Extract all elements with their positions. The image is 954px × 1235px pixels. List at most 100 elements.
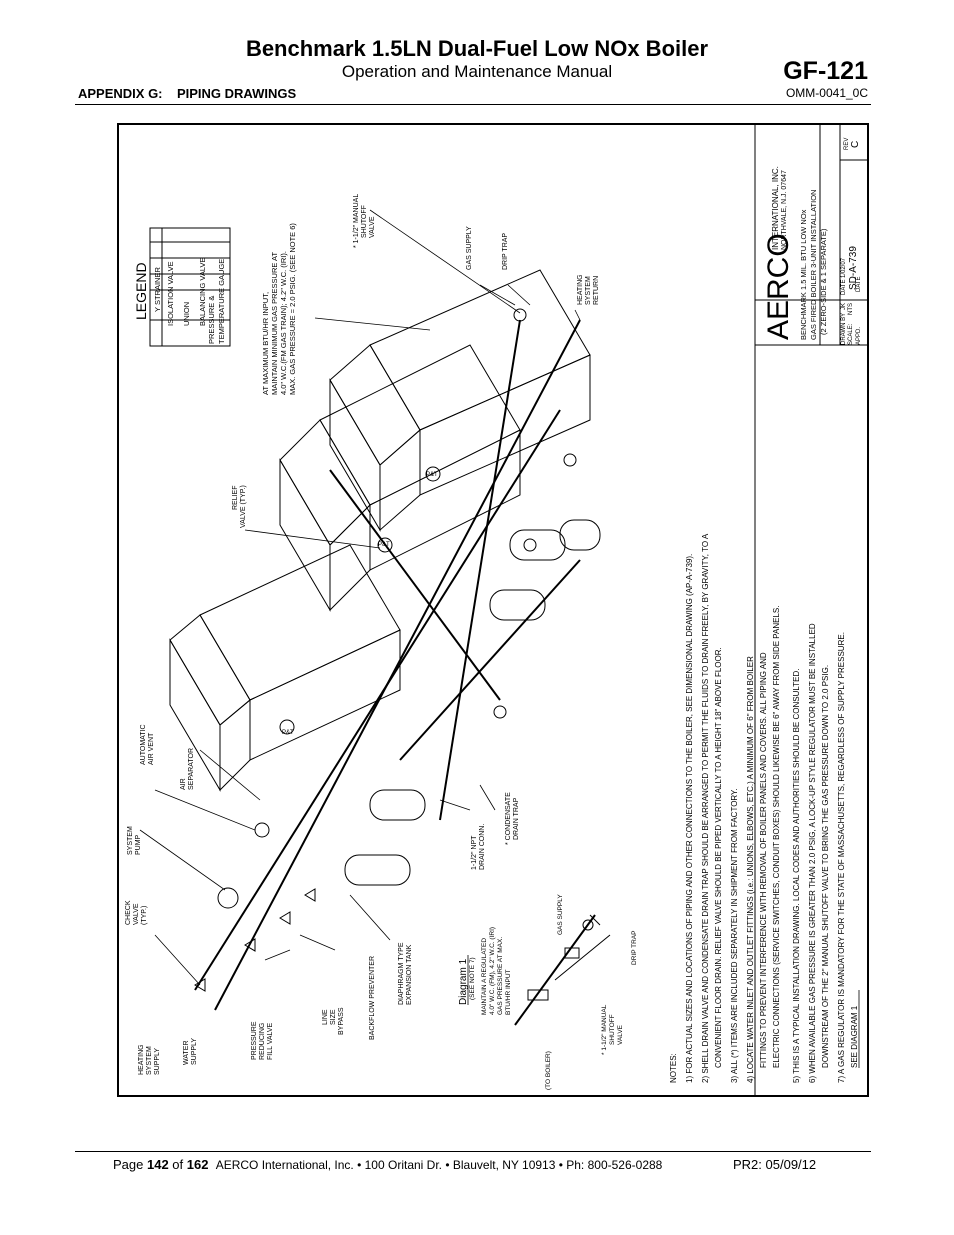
prv-label-2: REDUCING — [259, 1023, 266, 1060]
air-separator-label-2: SEPARATOR — [188, 748, 195, 790]
diagram-1-shutoff-2: SHUTOFF — [609, 1014, 616, 1045]
manual-shutoff-label-1: * 1-1/2" MANUAL — [353, 194, 360, 248]
legend-item-y-strainer: Y STRAINER — [153, 267, 162, 312]
date-label: DATE — [841, 279, 847, 295]
rev-value: C — [850, 141, 861, 148]
boiler-middle — [279, 344, 521, 612]
legend-item-union: UNION — [182, 302, 191, 326]
notes-heading: NOTES: — [669, 1053, 678, 1083]
legend-item-pt: PRESSURE & — [207, 296, 216, 344]
diagram-1-line-2: 4.0" W.C. (FM), 4.2" W.C. (IRI) — [489, 927, 496, 1015]
footer-page-info: Page 142 of 162 AERCO International, Inc… — [113, 1157, 662, 1172]
pt-gauge-left: P&T — [282, 730, 294, 736]
relief-valve-label-2: VALVE (TYP.) — [240, 485, 247, 528]
diagram-1 — [514, 914, 611, 1026]
page-prefix: Page — [113, 1157, 147, 1172]
drain-conn-label-2: DRAIN CONN. — [479, 824, 486, 870]
drawing-frame — [117, 123, 869, 1097]
diagram-1-drip-trap: DRIP TRAP — [631, 931, 638, 965]
company-name: INTERNATIONAL, INC. — [771, 166, 780, 250]
pt-gauge-middle: P&T — [378, 542, 390, 548]
drawing-desc-3: (2 ZERO-SIDE & 1 SEPARATE) — [819, 228, 828, 335]
relief-valve-label-1: RELIEF — [232, 485, 239, 510]
document-subtitle: Operation and Maintenance Manual — [341, 62, 613, 81]
note-6: 6) WHEN AVAILABLE GAS PRESSURE IS GREATE… — [808, 623, 817, 1083]
company-address: NORTHVALE, N.J. 07647 — [781, 170, 788, 250]
diagram-1-line-3: GAS PRESSURE AT MAX. — [497, 937, 504, 1015]
footer-revision: PR2: 05/09/12 — [733, 1157, 817, 1172]
water-supply-label-2: SUPPLY — [191, 1038, 198, 1065]
pt-gauge-right: P&T — [426, 472, 438, 478]
heating-return-label-3: RETURN — [593, 276, 600, 305]
rev-label: REV — [844, 138, 850, 150]
aerco-logo: AERCO — [762, 233, 795, 340]
note-7: 7) A GAS REGULATOR IS MANDATORY FOR THE … — [837, 632, 846, 1083]
drawing-number: SD-A-739 — [848, 246, 859, 290]
valves — [194, 308, 577, 992]
diagram-1-to-boiler: (TO BOILER) — [545, 1051, 552, 1090]
condensate-trap-label-2: DRAIN TRAP — [513, 797, 520, 840]
diagram-1-line-4: BTU/HR INPUT — [505, 969, 512, 1015]
drip-trap-label: DRIP TRAP — [502, 233, 509, 270]
bypass-label-2: SIZE — [330, 1009, 337, 1025]
page-total: 162 — [186, 1157, 209, 1172]
document-title: Benchmark 1.5LN Dual-Fuel Low NOx Boiler — [245, 36, 709, 61]
return-header — [214, 319, 581, 1011]
note-2-cont: CONVENIENT FLOOR DRAIN. RELIEF VALVE SHO… — [714, 647, 723, 1068]
water-supply-label-1: WATER — [183, 1041, 190, 1066]
air-separator — [369, 789, 426, 821]
boiler-left — [169, 544, 401, 792]
scale-label: SCALE: — [848, 323, 854, 345]
appd-label: APPD. — [856, 327, 862, 345]
bypass-label-1: LINE — [322, 1009, 329, 1025]
backflow-label: BACKFLOW PREVENTER — [369, 956, 376, 1040]
heating-return-label-2: SYSTEM — [585, 276, 592, 305]
drawn-by-label: DRAWN BY — [841, 313, 847, 345]
date2-label: DATE — [856, 276, 862, 292]
drawing-desc-1: BENCHMARK 1.5 MIL. BTU LOW NOx — [799, 209, 808, 340]
system-pump-label-2: PUMP — [135, 834, 142, 855]
omm-number: OMM-0041_0C — [785, 86, 868, 100]
note-1: 1) FOR ACTUAL SIZES AND LOCATIONS OF PIP… — [685, 554, 694, 1083]
gas-note-2: MAINTAIN MINIMUM GAS PRESSURE AT — [270, 252, 279, 395]
prv-label-3: FILL VALVE — [267, 1022, 274, 1060]
page-of: of — [168, 1157, 187, 1172]
diagram-1-title: Diagram 1 — [458, 958, 469, 1005]
bypass-label-3: BYPASS — [338, 1007, 345, 1035]
diagram-1-see-note: (SEE NOTE 7) — [469, 957, 476, 1000]
gas-supply-label: GAS SUPPLY — [466, 226, 473, 270]
check-valve-label-1: CHECK — [125, 900, 132, 925]
diagram-1-shutoff-1: * 1-1/2" MANUAL — [601, 1004, 608, 1055]
check-valve-label-3: (TYP.) — [141, 906, 148, 925]
heating-supply-label-1: HEATING — [138, 1044, 145, 1075]
note-2: 2) SHELL DRAIN VALVE AND CONDENSATE DRAI… — [701, 533, 710, 1083]
legend-item-balancing-valve: BALANCING VALVE — [198, 258, 207, 327]
check-valve-label-2: VALVE — [133, 903, 140, 925]
gas-note-4: MAX. GAS PRESSURE = 2.0 PSIG. (SEE NOTE … — [288, 223, 297, 395]
appendix-heading: APPENDIX G: PIPING DRAWINGS — [78, 86, 297, 101]
expansion-tank-label-1: DIAPHRAGM TYPE — [398, 942, 405, 1005]
footer-divider — [75, 1151, 871, 1152]
legend-box — [149, 227, 231, 347]
heating-supply-label-2: SYSTEM — [146, 1046, 153, 1075]
note-4: 4) LOCATE WATER INLET AND OUTLET FITTING… — [746, 656, 755, 1083]
footer-company: AERCO International, Inc. • 100 Oritani … — [215, 1158, 663, 1172]
legend-title: LEGEND — [133, 262, 149, 320]
system-pump-label-1: SYSTEM — [127, 826, 134, 855]
manual-shutoff-label-2: SHUTOFF — [361, 205, 368, 238]
drawn-by-value: JK — [841, 303, 847, 310]
note-5: 5) THIS IS A TYPICAL INSTALLATION DRAWIN… — [792, 669, 801, 1083]
note-6-cont: DOWNSTREAM OF THE 2" MANUAL SHUTOFF VALV… — [821, 665, 830, 1068]
note-4-cont-2: ELECTRIC CONNECTIONS (SERVICE SWITCHES, … — [772, 606, 781, 1068]
note-4-cont-1: FITTINGS TO PREVENT INTERFERENCE WITH RE… — [759, 652, 768, 1068]
diagram-1-gas-supply: GAS SUPPLY — [557, 894, 564, 935]
page-number: 142 — [146, 1157, 169, 1172]
heating-return-label-1: HEATING — [577, 274, 584, 305]
legend-item-isolation-valve: ISOLATION VALVE — [166, 261, 175, 326]
legend-item-pt-gauge: TEMPERATURE GAUGE — [217, 259, 226, 344]
document-number: GF-121 — [783, 57, 868, 85]
drain-conn-label-1: 1-1/2" NPT — [471, 835, 478, 870]
date-value: 1/02/07 — [841, 257, 847, 278]
diagram-1-line-1: MAINTAIN A REGULATED — [481, 938, 488, 1015]
expansion-tank-label-2: EXPANSION TANK — [406, 944, 413, 1005]
